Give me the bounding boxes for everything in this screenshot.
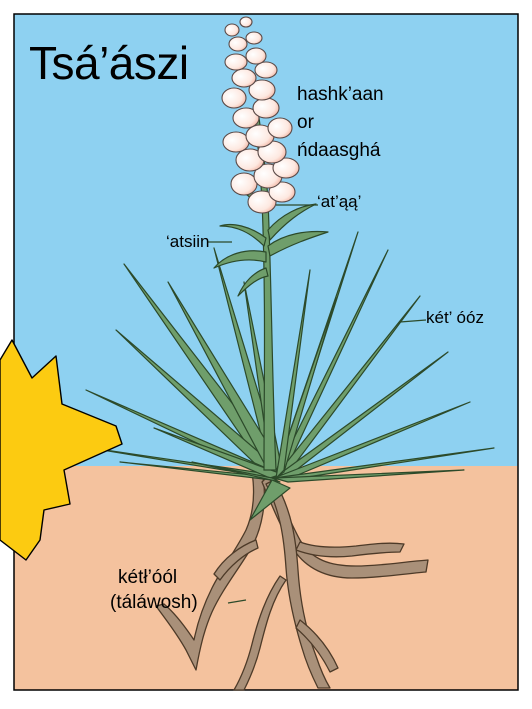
root-label: kétł’óól: [118, 568, 177, 587]
stem-label: ‘at’ąą’: [317, 193, 361, 210]
flower-label: hashk’aan: [297, 85, 384, 104]
diagram-title: Tsá’ászi: [29, 40, 189, 86]
leaf-label: két’ óóz: [426, 309, 484, 326]
flower-label-alt: ńdaasghá: [297, 141, 380, 160]
upper-leaf-label: ‘atsiin: [166, 233, 209, 250]
root-label-alt: (táláwosh): [110, 593, 198, 612]
flower-label-or: or: [297, 113, 314, 132]
